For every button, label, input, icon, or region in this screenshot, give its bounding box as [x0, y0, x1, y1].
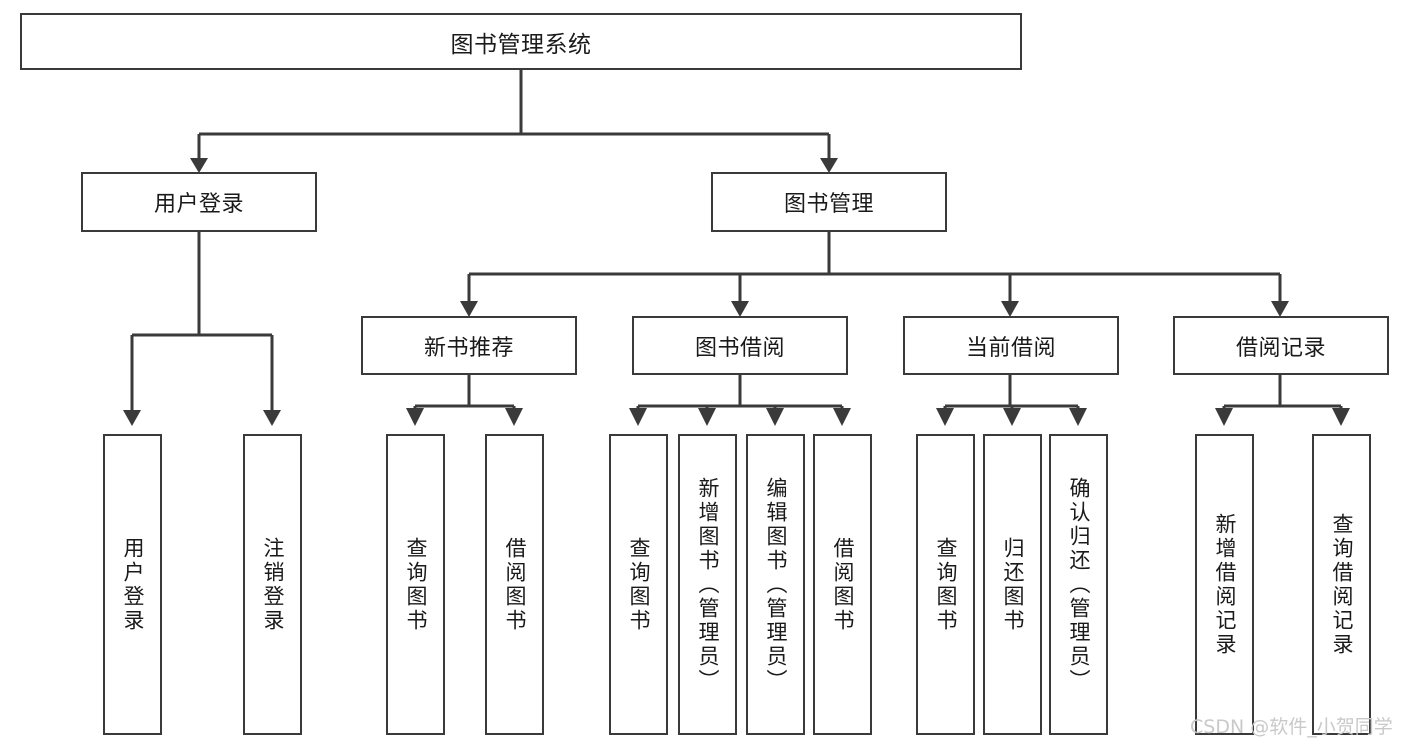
node-book-management[interactable]: 图书管理: [711, 172, 947, 232]
node-label: 新增借阅记录: [1213, 512, 1237, 657]
leaf-record-query-record[interactable]: 查询借阅记录: [1312, 434, 1371, 735]
node-label: 图书管理: [783, 192, 874, 217]
leaf-recommend-borrow-book[interactable]: 借阅图书: [485, 434, 544, 735]
csdn-watermark: CSDN @软件_小贺同学: [1190, 716, 1393, 738]
node-label: 注销登录: [261, 536, 285, 633]
node-new-book-recommend[interactable]: 新书推荐: [361, 316, 577, 375]
node-book-borrow[interactable]: 图书借阅: [632, 316, 848, 375]
leaf-current-return-book[interactable]: 归还图书: [983, 434, 1042, 735]
node-label: 借阅图书: [831, 536, 855, 633]
leaf-current-confirm-return-admin[interactable]: 确认归还（管理员）: [1049, 434, 1108, 735]
node-root-system[interactable]: 图书管理系统: [20, 13, 1022, 70]
node-label: 查询借阅记录: [1330, 512, 1354, 657]
leaf-user-login-login[interactable]: 用户登录: [103, 434, 162, 735]
node-label: 借阅记录: [1235, 335, 1326, 361]
node-label: 查询图书: [627, 536, 651, 633]
node-label: 新增图书（管理员）: [696, 476, 720, 693]
leaf-recommend-query-book[interactable]: 查询图书: [386, 434, 445, 735]
node-label: 新书推荐: [423, 335, 514, 361]
node-borrow-record[interactable]: 借阅记录: [1173, 316, 1389, 375]
node-user-login[interactable]: 用户登录: [81, 172, 317, 232]
leaf-borrow-borrow-book[interactable]: 借阅图书: [813, 434, 872, 735]
node-label: 借阅图书: [503, 536, 527, 633]
node-label: 查询图书: [934, 536, 958, 633]
leaf-borrow-edit-book-admin[interactable]: 编辑图书（管理员）: [746, 434, 805, 735]
leaf-borrow-query-book[interactable]: 查询图书: [609, 434, 668, 735]
node-label: 查询图书: [404, 536, 428, 633]
node-label: 编辑图书（管理员）: [764, 476, 788, 693]
node-label: 图书借阅: [694, 335, 785, 361]
node-label: 归还图书: [1001, 536, 1025, 633]
node-current-borrow[interactable]: 当前借阅: [903, 316, 1119, 375]
leaf-record-add-record[interactable]: 新增借阅记录: [1195, 434, 1254, 735]
node-label: 确认归还（管理员）: [1067, 476, 1091, 693]
node-label: 用户登录: [153, 192, 244, 217]
node-label: 用户登录: [121, 536, 145, 633]
leaf-user-login-logout[interactable]: 注销登录: [243, 434, 302, 735]
node-label: 当前借阅: [965, 335, 1056, 361]
leaf-current-query-book[interactable]: 查询图书: [916, 434, 975, 735]
node-label: 图书管理系统: [450, 31, 592, 58]
leaf-borrow-add-book-admin[interactable]: 新增图书（管理员）: [678, 434, 737, 735]
